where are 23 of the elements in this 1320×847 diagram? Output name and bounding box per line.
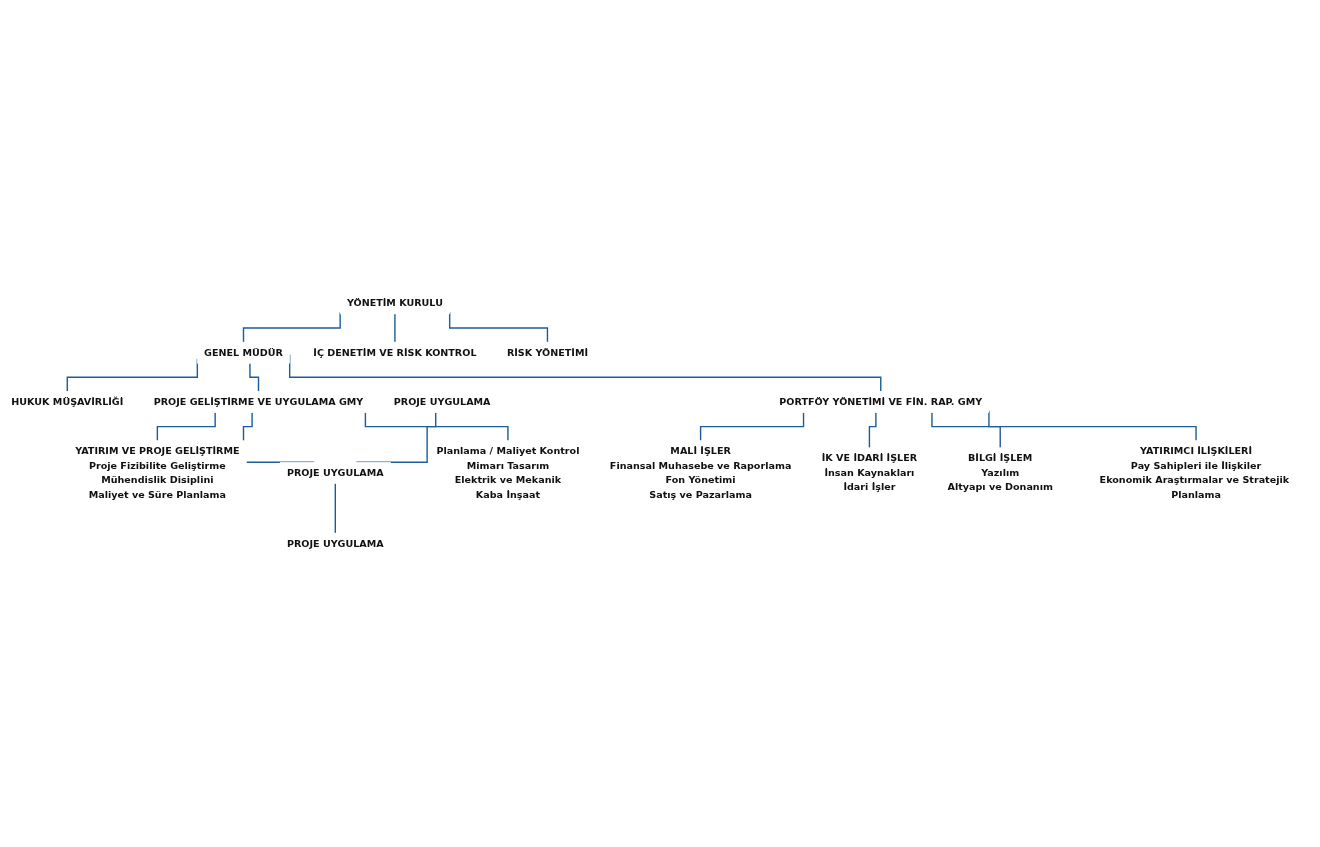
node-text: Planlama / Maliyet Kontrol Mimarı Tasarım Elektrik ve Mekanik Kaba İnşaat bbox=[436, 445, 580, 500]
connector bbox=[868, 411, 877, 449]
node-text: İÇ DENETİM VE RİSK KONTROL bbox=[313, 346, 477, 358]
connector bbox=[334, 482, 337, 534]
node-text: PROJE UYGULAMA bbox=[393, 395, 491, 408]
connector bbox=[699, 411, 805, 442]
node-text: MALİ İŞLER Finansal Muhasebe ve Raporlama Fon Yönetimi Satış ve Pazarlama bbox=[609, 445, 792, 500]
node-text: BİLGİ İŞLEM Yazılım Altyapı ve Donanım bbox=[947, 452, 1053, 493]
connector bbox=[931, 411, 1001, 449]
connector bbox=[364, 411, 509, 442]
node-text: HUKUK MÜŞAVİRLİĞİ bbox=[11, 395, 124, 408]
connector bbox=[394, 313, 396, 343]
node-text: PROJE GELİŞTİRME VE UYGULAMA GMY bbox=[153, 395, 364, 408]
connector bbox=[156, 411, 216, 442]
connector bbox=[242, 311, 341, 343]
node-text: PORTFÖY YÖNETİMİ VE FİN. RAP. GMY bbox=[779, 395, 983, 408]
node-text: İK VE İDARİ İŞLER İnsan Kaynakları İdari İşler bbox=[821, 452, 918, 493]
node-text: PROJE UYGULAMA bbox=[286, 537, 384, 549]
node-text: YÖNETİM KURULU bbox=[346, 297, 443, 309]
node-text: GENEL MÜDÜR bbox=[204, 346, 283, 358]
node-text: RİSK YÖNETİMİ bbox=[506, 346, 588, 358]
connector bbox=[249, 362, 260, 393]
node-text: YATIRIMCI İLİŞKİLERİ Pay Sahipleri ile İlişkiler Ekonomik Araştırmalar ve Stratejik Planlama bbox=[1099, 445, 1290, 500]
